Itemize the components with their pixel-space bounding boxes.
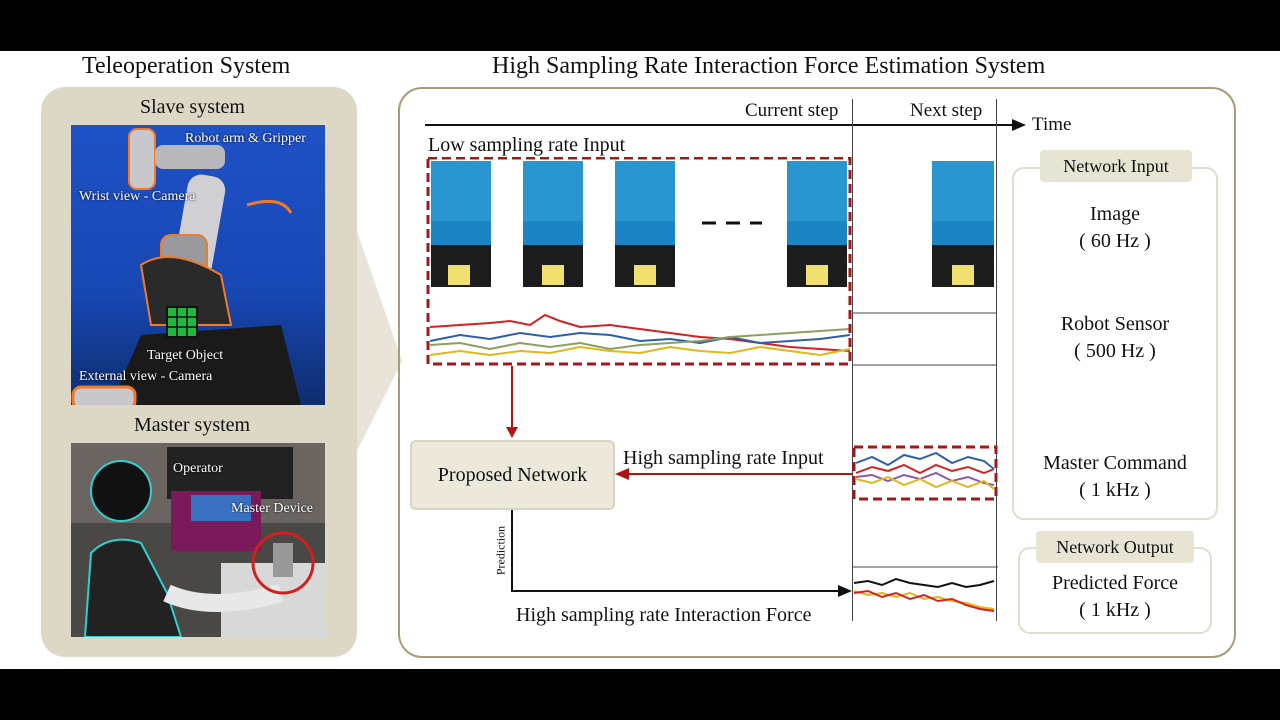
input-down-arrow [511, 366, 513, 429]
robot-sensor-label: Robot Sensor [1060, 313, 1170, 335]
high-rate-input-label: High sampling rate Input [623, 447, 824, 469]
proposed-network-box: Proposed Network [410, 440, 615, 510]
next-step-label: Next step [910, 100, 983, 121]
image-input-label: Image [1090, 203, 1140, 225]
next-step-divider [996, 99, 997, 621]
master-system-title: Master system [134, 414, 251, 436]
right-title: High Sampling Rate Interaction Force Est… [492, 53, 1046, 79]
high-rate-arrowhead [615, 468, 629, 480]
master-command-rate: ( 1 kHz ) [1079, 479, 1151, 501]
master-photo: Operator Master Device [71, 443, 325, 637]
robot-sensor-rate: ( 500 Hz ) [1074, 340, 1156, 362]
wrist-camera-label: Wrist view - Camera [79, 189, 196, 204]
slave-photo-drawing [71, 128, 301, 405]
time-arrowhead [1012, 119, 1026, 131]
input-down-arrowhead [506, 427, 518, 438]
left-title: Teleoperation System [82, 53, 291, 79]
image-frame-1 [431, 161, 491, 287]
external-camera-label: External view - Camera [79, 369, 213, 384]
prediction-arrowhead [838, 585, 852, 597]
master-device-label: Master Device [231, 501, 314, 516]
zoom-connector [357, 231, 402, 451]
high-rate-input-graphic [852, 445, 998, 501]
predicted-force-graphic [852, 566, 998, 612]
predicted-force-rate: ( 1 kHz ) [1079, 599, 1151, 621]
network-input-title: Network Input [1040, 150, 1192, 182]
robot-arm-label: Robot arm & Gripper [185, 131, 306, 146]
image-rate: ( 60 Hz ) [1079, 230, 1151, 252]
predicted-force-label: Predicted Force [1051, 572, 1179, 594]
target-object-label: Target Object [147, 348, 224, 363]
estimation-panel [398, 87, 1236, 658]
master-command-label: Master Command [1043, 452, 1187, 474]
operator-label: Operator [173, 461, 223, 476]
image-frame-3 [615, 161, 675, 287]
prediction-label: Prediction [493, 525, 508, 576]
time-axis [425, 124, 1013, 126]
output-label: High sampling rate Interaction Force [516, 604, 812, 626]
image-frame-next [932, 161, 994, 287]
image-frame-4 [787, 161, 847, 287]
network-output-title: Network Output [1036, 531, 1194, 563]
time-label: Time [1032, 114, 1072, 135]
prediction-right-line [511, 590, 841, 592]
master-photo-drawing [71, 443, 325, 637]
slave-system-title: Slave system [140, 96, 245, 118]
current-step-divider [852, 99, 853, 621]
low-rate-input-label: Low sampling rate Input [428, 134, 626, 156]
high-rate-arrow [628, 473, 852, 475]
prediction-down-line [511, 510, 513, 592]
image-frame-2 [523, 161, 583, 287]
current-step-label: Current step [745, 100, 839, 121]
low-rate-input-graphic [426, 157, 996, 366]
slave-photo: Robot arm & Gripper Wrist view - Camera … [71, 125, 325, 405]
diagram-canvas: Teleoperation System High Sampling Rate … [0, 51, 1280, 669]
